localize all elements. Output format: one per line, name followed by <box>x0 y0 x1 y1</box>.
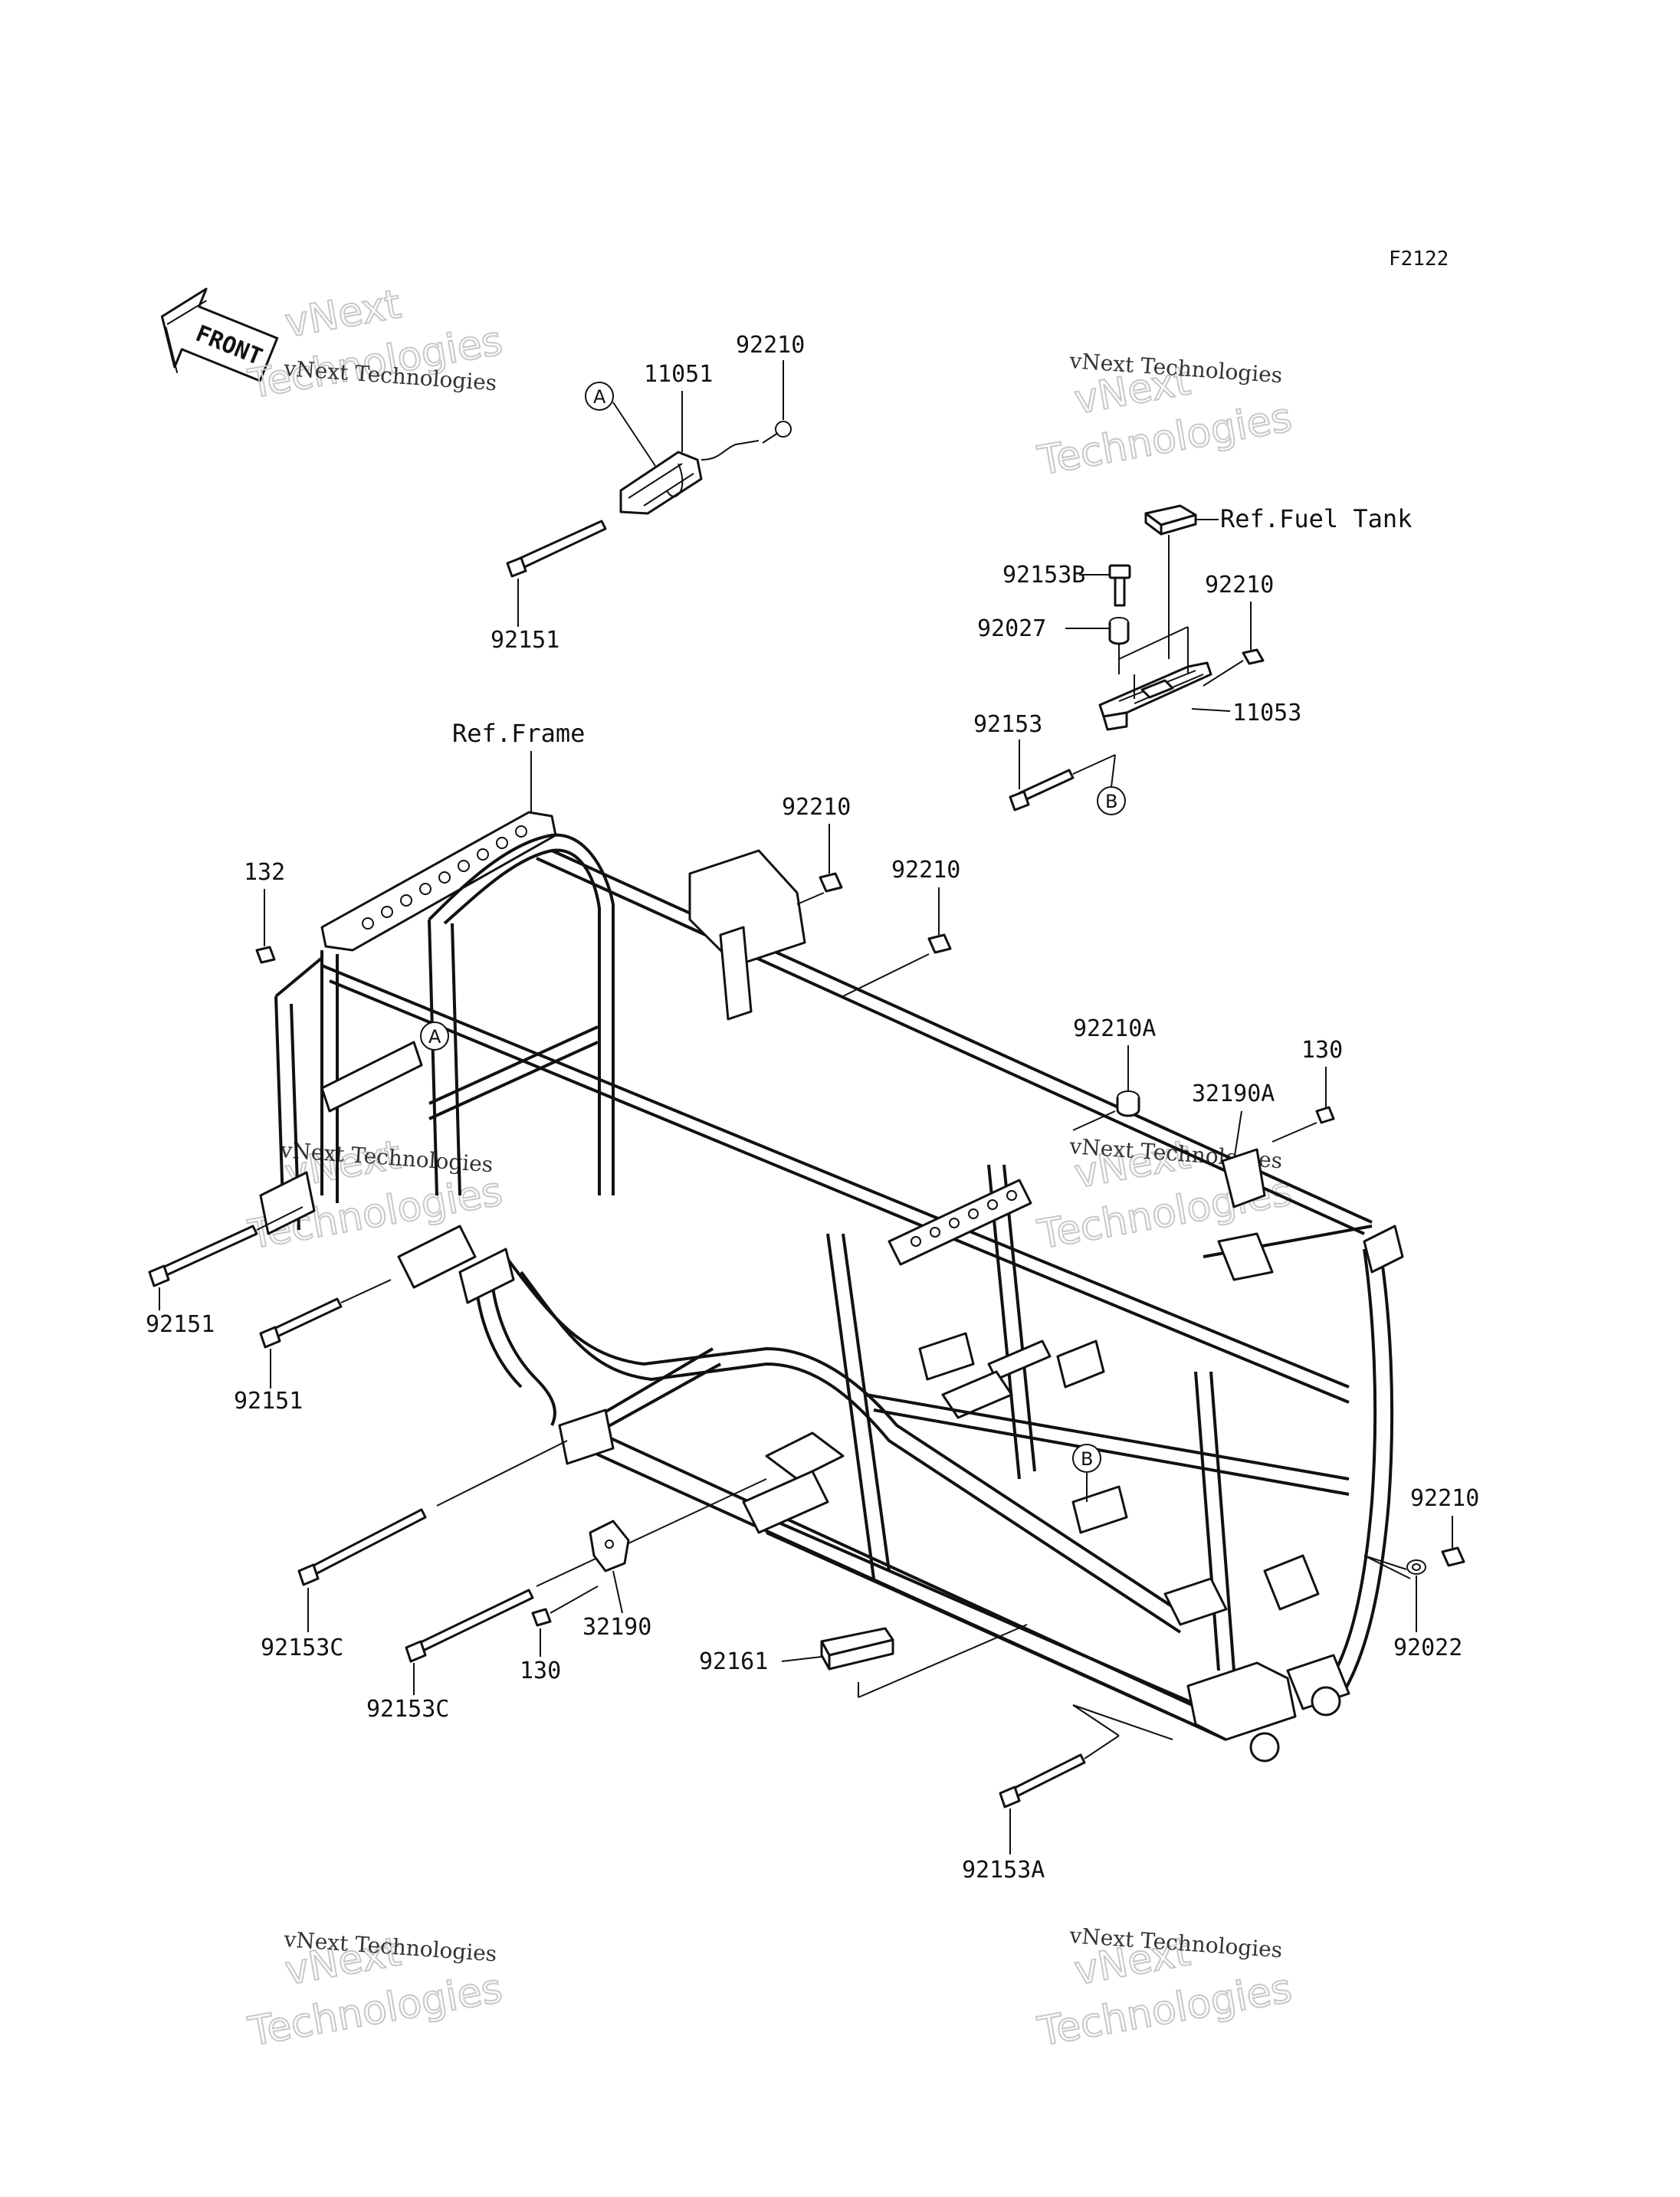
part-92151-top: 92151 <box>491 627 559 654</box>
nut-130-right <box>1315 1106 1335 1124</box>
part-92151-left2: 92151 <box>234 1388 303 1415</box>
part-92210-right: 92210 <box>1205 572 1274 598</box>
bolt-92151-top <box>506 520 607 578</box>
callout-a-circle <box>585 382 614 411</box>
spacer-92027 <box>1108 617 1130 645</box>
figure-code: F2122 <box>1389 248 1449 271</box>
part-132: 132 <box>244 859 285 886</box>
bolt-92153B <box>1108 564 1131 607</box>
block-92161 <box>820 1627 894 1671</box>
part-92161: 92161 <box>699 1648 768 1675</box>
bolt-92153 <box>1009 769 1075 812</box>
part-92210-mid2: 92210 <box>891 857 960 884</box>
part-92153C-2: 92153C <box>366 1696 449 1723</box>
part-11051: 11051 <box>644 361 713 388</box>
nut-92210-mid1 <box>819 872 843 893</box>
part-92210-mid1: 92210 <box>782 794 851 821</box>
bracket-32190 <box>589 1520 630 1572</box>
bracket-11053 <box>1098 626 1212 731</box>
callout-a-frame: A <box>428 1026 441 1048</box>
part-92210-lower: 92210 <box>1410 1485 1479 1512</box>
bracket-11051 <box>619 421 792 515</box>
part-92027: 92027 <box>977 615 1046 642</box>
part-92153C-1: 92153C <box>261 1635 343 1661</box>
part-92210-top: 92210 <box>736 332 805 359</box>
part-130-bottom: 130 <box>520 1658 561 1684</box>
callout-a-frame-circle <box>420 1021 449 1051</box>
part-11053: 11053 <box>1232 700 1301 726</box>
part-32190A: 32190A <box>1192 1080 1275 1107</box>
bolt-92151-left1 <box>148 1225 258 1287</box>
nut-92210A <box>1116 1090 1140 1117</box>
ref-frame: Ref.Frame <box>452 719 585 748</box>
nut-92210-right <box>1242 648 1265 665</box>
washer-92022 <box>1406 1559 1426 1575</box>
callout-b-top: B <box>1105 791 1117 812</box>
part-92022: 92022 <box>1393 1635 1462 1661</box>
bracket-32190A <box>1221 1148 1266 1208</box>
part-32190: 32190 <box>582 1614 651 1641</box>
part-92151-left1: 92151 <box>146 1311 215 1338</box>
fuel-tank-ref-block <box>1144 504 1197 536</box>
bolt-92153A <box>999 1753 1086 1808</box>
front-arrow-icon: FRONT <box>160 287 279 382</box>
part-92153B: 92153B <box>1002 562 1085 589</box>
bolt-92153C-1 <box>297 1508 427 1586</box>
bolt-92151-left2 <box>259 1297 343 1349</box>
part-92153: 92153 <box>973 711 1042 738</box>
callout-a-top: A <box>593 386 606 408</box>
part-130-right: 130 <box>1301 1037 1343 1064</box>
part-92153A: 92153A <box>962 1857 1045 1884</box>
nut-130-bottom <box>531 1608 552 1627</box>
nut-132 <box>255 946 276 964</box>
nut-92210-lower <box>1441 1546 1465 1567</box>
ref-fuel-tank: Ref.Fuel Tank <box>1220 504 1412 533</box>
nut-92210-mid2 <box>927 933 952 954</box>
part-92210A: 92210A <box>1073 1015 1156 1042</box>
atv-frame <box>259 811 1404 1763</box>
bolt-92153C-2 <box>405 1589 534 1663</box>
callout-b-frame: B <box>1081 1448 1093 1470</box>
